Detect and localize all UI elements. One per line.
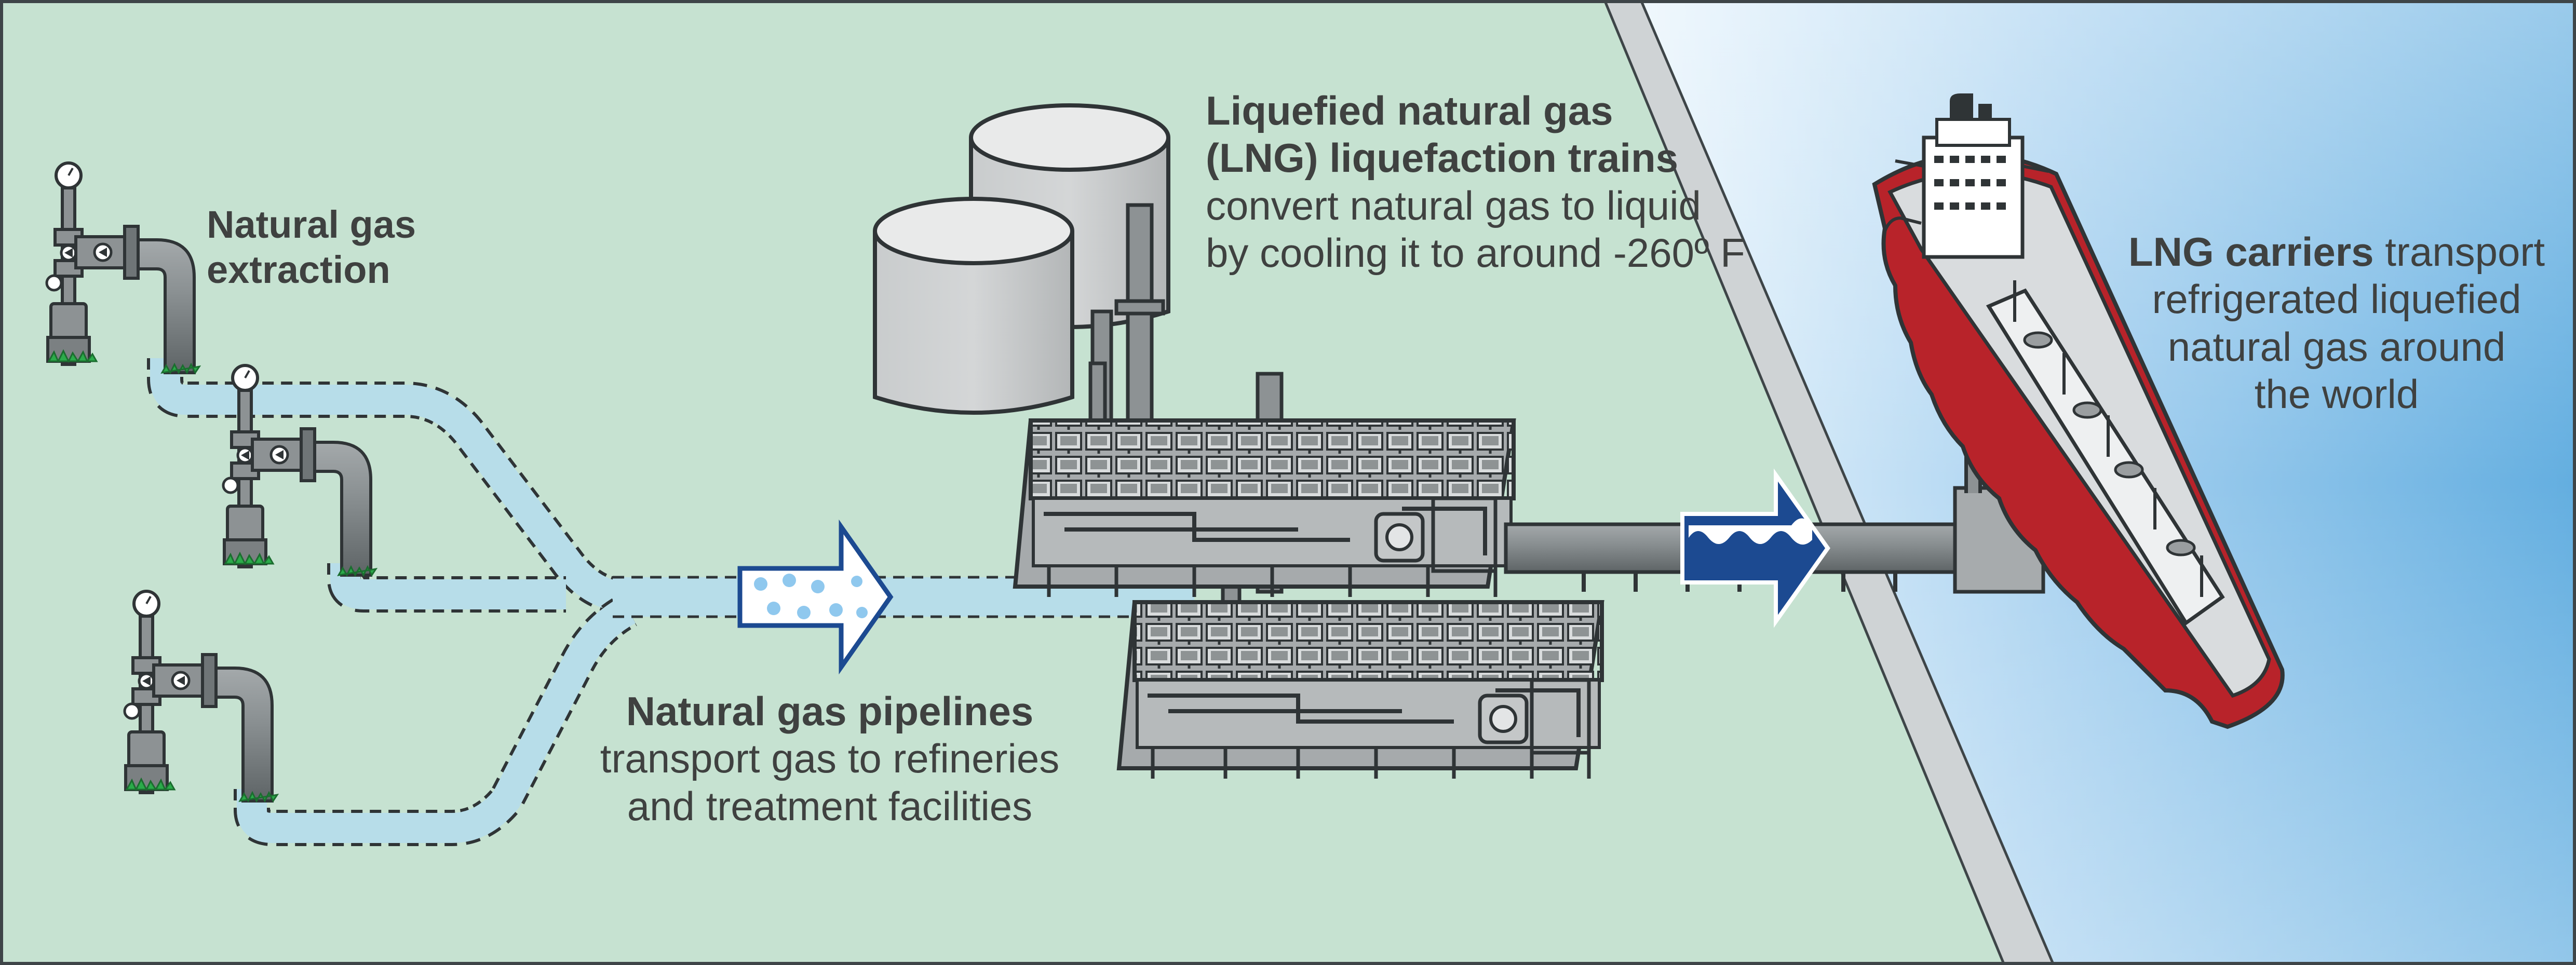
liquid-flow-arrow-icon (1680, 468, 1830, 628)
extraction-label-line1: Natural gas (207, 203, 416, 246)
extraction-label-line2: extraction (207, 248, 390, 291)
gas-flow-arrow-icon (737, 519, 894, 675)
storage-tank-icon (873, 197, 1074, 415)
lng-trains-desc-line1: convert natural gas to liquid (1206, 182, 1701, 228)
liquefaction-train-icon (1013, 418, 1516, 597)
extraction-label: Natural gas extraction (207, 202, 497, 292)
lng-trains-title-line1: Liquefied natural gas (1206, 88, 1613, 133)
pipelines-desc-line1: transport gas to refineries (600, 736, 1060, 782)
shoreline (1603, 0, 2055, 965)
liquefaction-train-icon (1116, 600, 1604, 779)
gas-pipelines (147, 358, 1194, 846)
pipelines-label: Natural gas pipelines transport gas to r… (596, 688, 1063, 830)
lng-trains-label: Liquefied natural gas (LNG) liquefaction… (1206, 87, 1787, 277)
carriers-title: LNG carriers (2128, 229, 2374, 275)
pipelines-desc-line2: and treatment facilities (627, 783, 1033, 829)
carriers-label: LNG carriers transport refrigerated liqu… (2103, 228, 2570, 418)
lng-trains-title-line2: (LNG) liquefaction trains (1206, 135, 1679, 181)
carriers-desc-line2: refrigerated liquefied (2152, 276, 2521, 322)
lng-carrier-ship-icon (1872, 93, 2285, 729)
carriers-desc-line1: transport (2373, 229, 2545, 275)
lng-trains-desc-line2: by cooling it to around -260º F (1206, 229, 1745, 276)
carriers-desc-line4: the world (2254, 371, 2419, 417)
carriers-desc-line3: natural gas around (2167, 323, 2506, 370)
pipelines-title: Natural gas pipelines (626, 688, 1034, 734)
